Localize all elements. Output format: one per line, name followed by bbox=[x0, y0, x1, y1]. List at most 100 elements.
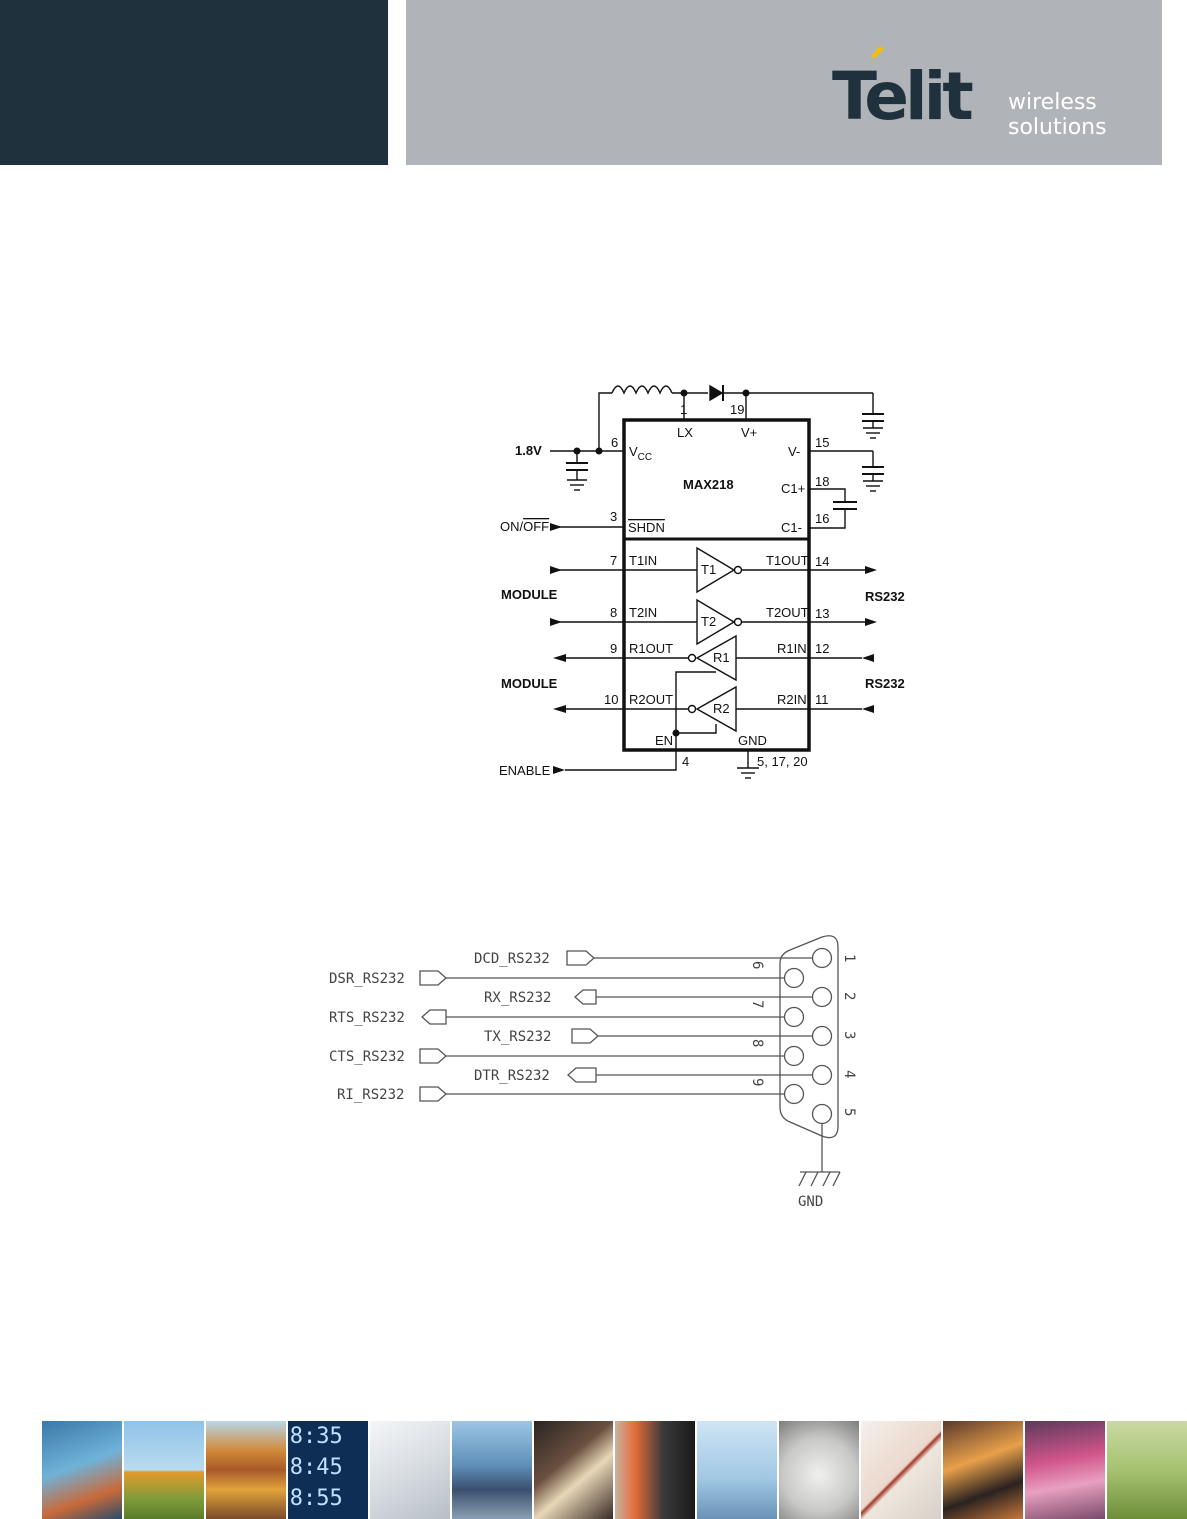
signal-tx-label: TX_RS232 bbox=[484, 1029, 551, 1045]
pin-num-t2in: 8 bbox=[610, 605, 617, 620]
board-time-1: 8:35 bbox=[289, 1424, 343, 1449]
pin-num-6: 6 bbox=[749, 961, 765, 969]
onoff-a: ON/ bbox=[500, 519, 524, 534]
module-label-1: MODULE bbox=[501, 587, 558, 602]
dsr-port-flag bbox=[419, 970, 447, 986]
pin-num-7: 7 bbox=[749, 1000, 765, 1008]
tile-phone-booth bbox=[123, 1421, 204, 1519]
db9-connector-schematic: DCD_RS232 RX_RS232 TX_RS232 DTR_RS232 DS… bbox=[329, 935, 857, 1210]
r2out-arrow-icon bbox=[553, 705, 566, 713]
pin-label-en: EN bbox=[655, 733, 673, 748]
signal-rts-label: RTS_RS232 bbox=[329, 1010, 405, 1026]
tile-payment-card bbox=[533, 1421, 614, 1519]
supply-label: 1.8V bbox=[515, 443, 542, 458]
signal-dtr-label: DTR_RS232 bbox=[474, 1068, 550, 1084]
signal-cts-label: CTS_RS232 bbox=[329, 1049, 405, 1065]
pin-num-8: 8 bbox=[749, 1039, 765, 1047]
vcc-main: V bbox=[629, 444, 638, 459]
pin-label-r2in: R2IN bbox=[777, 692, 807, 707]
pin-label-t2out: T2OUT bbox=[766, 605, 809, 620]
pin-label-t2in: T2IN bbox=[629, 605, 657, 620]
pin-label-vplus: V+ bbox=[741, 425, 757, 440]
t2in-arrow-icon bbox=[550, 618, 562, 626]
tile-security-camera bbox=[1106, 1421, 1187, 1519]
onoff-b: OFF bbox=[523, 519, 549, 534]
footer-photo-strip: 8:35 8:45 8:55 bbox=[42, 1421, 1187, 1519]
tile-departure-board: 8:35 8:45 8:55 bbox=[287, 1421, 368, 1519]
pin-num-r2out: 10 bbox=[604, 692, 618, 707]
tile-printing-press bbox=[1025, 1421, 1105, 1519]
shdn-arrow-icon bbox=[550, 523, 562, 531]
tx-port-flag bbox=[571, 1028, 599, 1044]
dtr-port-flag bbox=[567, 1067, 597, 1083]
pin-num-r2in: 11 bbox=[815, 692, 829, 707]
t2out-arrow-icon bbox=[865, 618, 877, 626]
t1out-arrow-icon bbox=[865, 566, 877, 574]
r1out-arrow-icon bbox=[553, 654, 566, 662]
dcd-port-flag bbox=[566, 950, 595, 966]
t1in-arrow-icon bbox=[550, 566, 562, 574]
pin-label-gnd: GND bbox=[738, 733, 767, 748]
pin-label-c1m: C1- bbox=[781, 520, 802, 535]
rs232-label-2: RS232 bbox=[865, 676, 905, 691]
logo-tagline: wireless solutions bbox=[1008, 90, 1107, 140]
pin-label-t1out: T1OUT bbox=[766, 553, 809, 568]
pin-num-en: 4 bbox=[682, 754, 689, 769]
pin-num-gnd: 5, 17, 20 bbox=[757, 754, 808, 769]
pin-num-shdn: 3 bbox=[610, 509, 617, 524]
rs232-label-1: RS232 bbox=[865, 589, 905, 604]
pin-label-vminus: V- bbox=[788, 444, 800, 459]
pin-label-r1out: R1OUT bbox=[629, 641, 673, 656]
telit-logo: Telit wireless solutions bbox=[832, 44, 1132, 144]
pin-label-r2out: R2OUT bbox=[629, 692, 673, 707]
enable-arrow-icon bbox=[553, 766, 565, 774]
header-dark-block bbox=[0, 0, 388, 165]
tile-vending-machine bbox=[615, 1421, 696, 1519]
tagline-line-1: wireless bbox=[1008, 90, 1097, 115]
buffer-t2-label: T2 bbox=[701, 614, 716, 629]
board-time-3: 8:55 bbox=[289, 1486, 343, 1511]
header-gray-block bbox=[406, 0, 1162, 165]
signal-ri-label: RI_RS232 bbox=[337, 1087, 404, 1103]
pin-num-3: 3 bbox=[841, 1031, 857, 1039]
pin-num-t1out: 14 bbox=[815, 554, 829, 569]
pin-num-c1p: 18 bbox=[815, 474, 829, 489]
pin-num-t1in: 7 bbox=[610, 553, 617, 568]
r2in-arrow-icon bbox=[862, 705, 874, 713]
pin-label-c1p: C1+ bbox=[781, 481, 805, 496]
chip-name: MAX218 bbox=[683, 477, 734, 492]
cts-port-flag bbox=[419, 1048, 447, 1064]
buffer-t1-label: T1 bbox=[701, 562, 716, 577]
rts-port-flag bbox=[421, 1009, 447, 1025]
tile-wind-turbines bbox=[697, 1421, 778, 1519]
pin-label-vcc: VCC bbox=[629, 444, 652, 463]
vcc-sub: CC bbox=[638, 452, 652, 463]
pin-label-lx: LX bbox=[677, 425, 693, 440]
pin-num-t2out: 13 bbox=[815, 606, 829, 621]
pin-num-1: 1 bbox=[841, 954, 857, 962]
pin-num-c1m: 16 bbox=[815, 511, 829, 526]
logo-accent-icon bbox=[870, 46, 884, 58]
r1in-arrow-icon bbox=[862, 654, 874, 662]
module-label-2: MODULE bbox=[501, 676, 558, 691]
pin-num-r1out: 9 bbox=[610, 641, 617, 656]
pin-num-5: 5 bbox=[841, 1108, 857, 1116]
signal-dsr-label: DSR_RS232 bbox=[329, 971, 405, 987]
tile-laptop-keyboard bbox=[369, 1421, 450, 1519]
buffer-r2-label: R2 bbox=[713, 701, 730, 716]
tagline-line-2: solutions bbox=[1008, 115, 1107, 140]
max218-schematic: 1 LX 19 V+ 6 VCC 15 V- MAX218 18 C1+ 16 … bbox=[499, 384, 905, 779]
tile-utility-meter bbox=[779, 1421, 860, 1519]
pin-num-r1in: 12 bbox=[815, 641, 829, 656]
pin-num-4: 4 bbox=[841, 1070, 857, 1078]
pin-num-9: 9 bbox=[749, 1078, 765, 1086]
pin-num-lx: 1 bbox=[680, 402, 687, 417]
tile-traffic bbox=[42, 1421, 122, 1519]
pin-label-shdn: SHDN bbox=[628, 520, 665, 535]
onoff-label: ON/OFF bbox=[500, 519, 549, 534]
pin-label-r1in: R1IN bbox=[777, 641, 807, 656]
ri-port-flag bbox=[419, 1086, 447, 1102]
enable-label: ENABLE bbox=[499, 763, 551, 778]
signal-rx-label: RX_RS232 bbox=[484, 990, 551, 1006]
tile-station-crowd bbox=[943, 1421, 1024, 1519]
